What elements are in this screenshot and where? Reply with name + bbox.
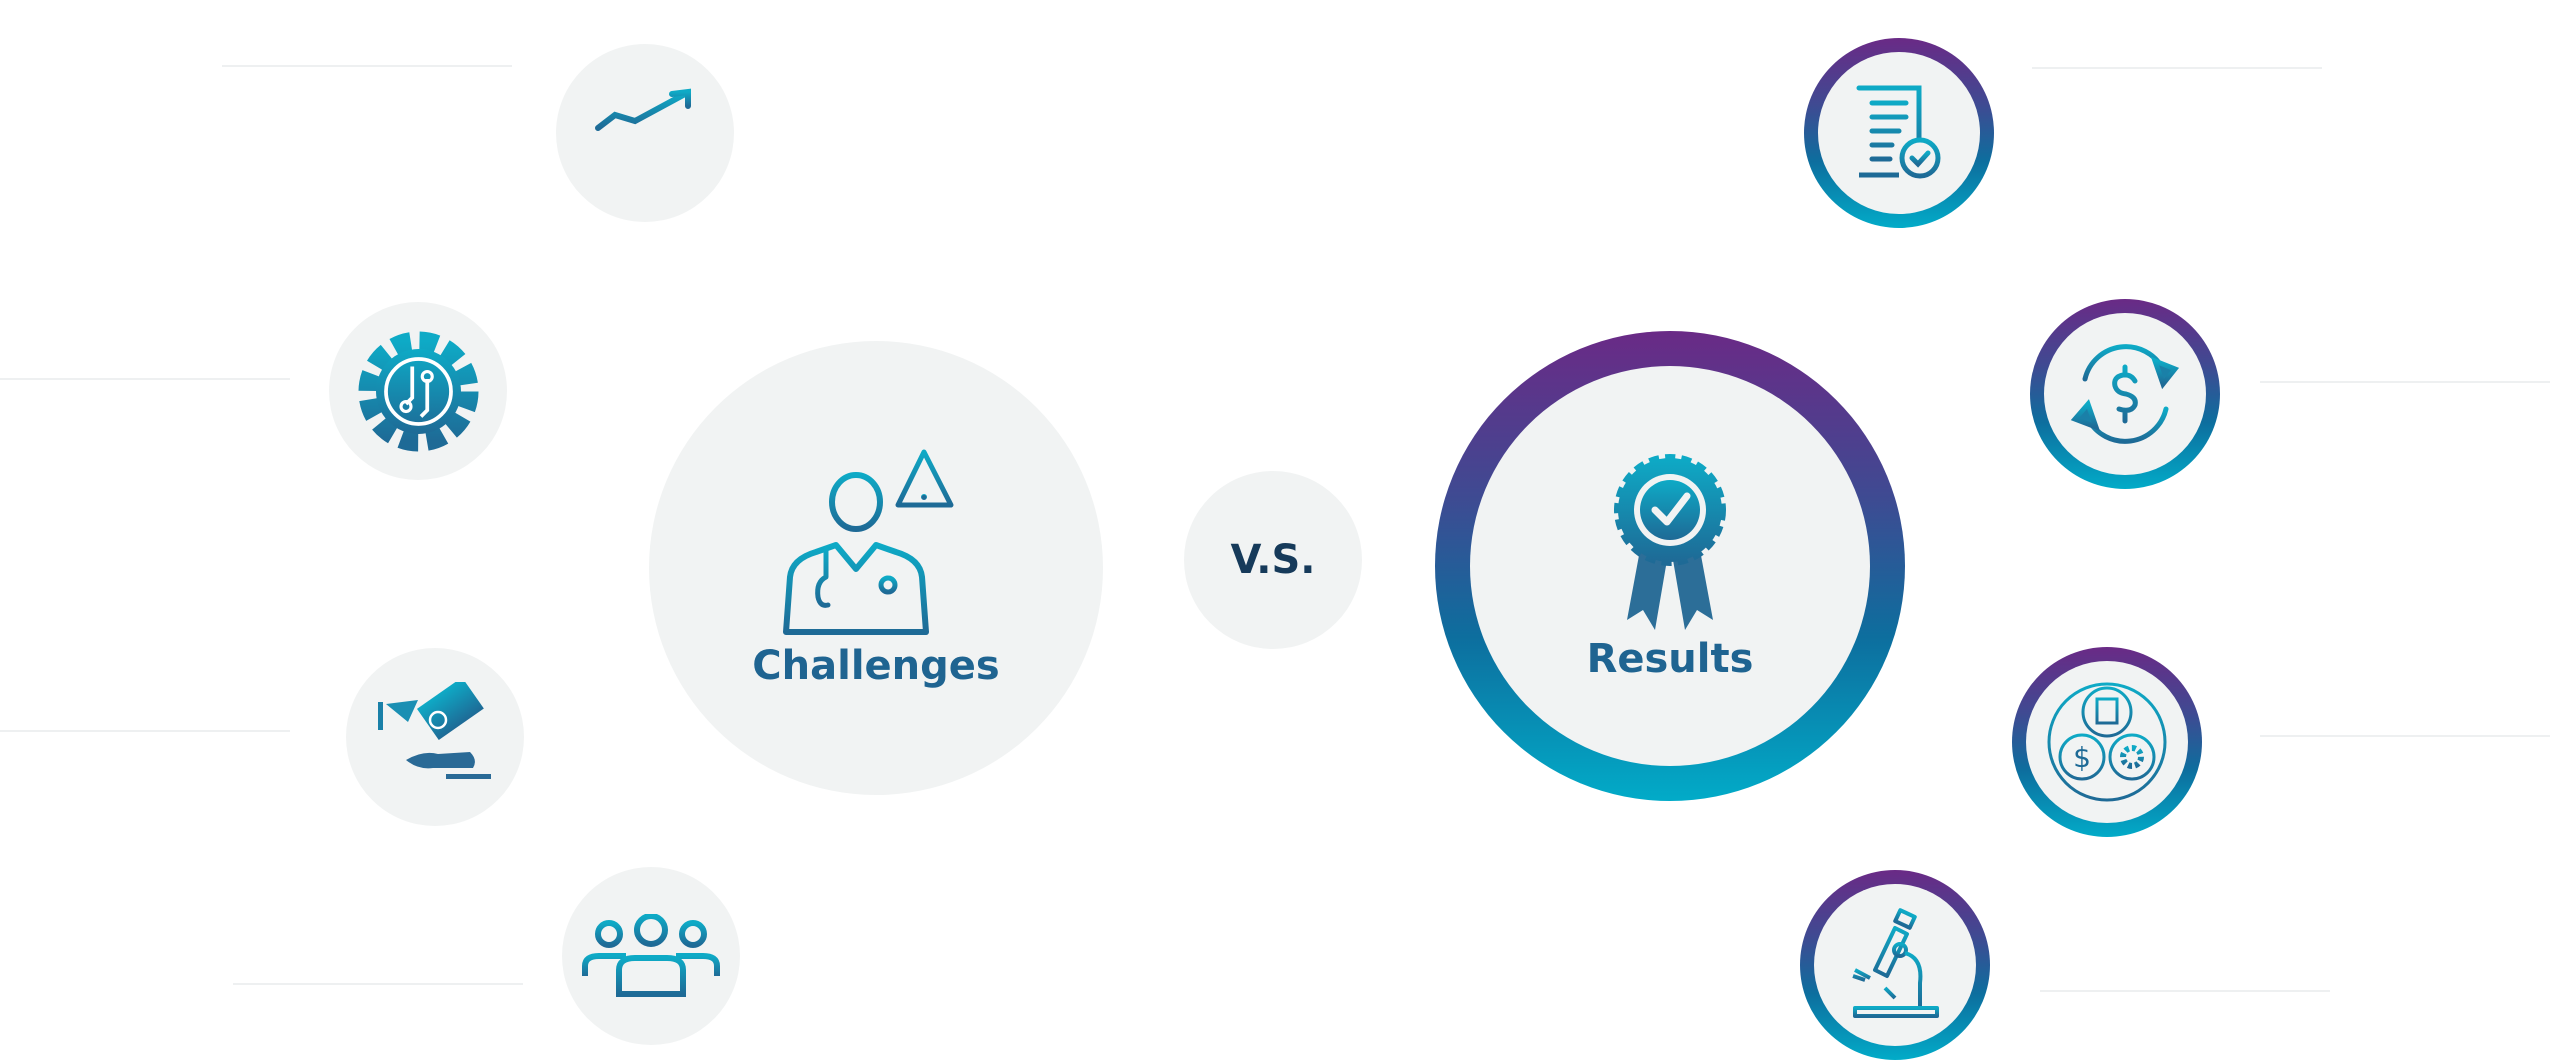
svg-text:$: $ <box>2073 741 2091 774</box>
connector-line <box>2260 381 2550 383</box>
connector-line <box>2032 67 2322 69</box>
globe-finance-circle: $ <box>2026 661 2188 823</box>
document-check-ring <box>1804 38 1994 228</box>
team-circle <box>562 867 740 1045</box>
connector-line <box>233 983 523 985</box>
results-ring: Results <box>1435 331 1905 801</box>
document-check-circle <box>1818 52 1980 214</box>
dollar-cycle-circle <box>2044 313 2206 475</box>
connector-line <box>0 378 290 380</box>
connector-line <box>0 730 290 732</box>
challenges-circle: Challenges <box>649 341 1103 795</box>
microscope-ring <box>1800 870 1990 1060</box>
award-ribbon-icon <box>1614 454 1726 630</box>
connector-line <box>222 65 512 67</box>
microscope-icon <box>1852 907 1939 1018</box>
globe-finance-icon: $ <box>2047 682 2167 802</box>
connector-line <box>2260 735 2550 737</box>
dollar-cycle-ring <box>2030 299 2220 489</box>
growth-chart-icon <box>595 88 693 175</box>
globe-finance-ring: $ <box>2012 647 2202 837</box>
money-hand-circle <box>346 648 524 826</box>
document-check-icon <box>1856 85 1941 179</box>
growth-chart-circle <box>556 44 734 222</box>
challenges-label: Challenges <box>752 643 1000 689</box>
results-circle: Results <box>1470 366 1870 766</box>
versus-circle: V.S. <box>1184 471 1362 649</box>
microscope-circle <box>1814 884 1976 1046</box>
money-hand-icon <box>377 682 491 779</box>
versus-label: V.S. <box>1230 537 1316 583</box>
team-icon <box>582 913 720 997</box>
connector-line <box>2040 990 2330 992</box>
doctor-warning-icon <box>783 449 954 635</box>
results-label: Results <box>1586 636 1754 682</box>
gear-circuit-circle <box>329 302 507 480</box>
gear-circuit-icon <box>358 331 478 451</box>
dollar-cycle-icon <box>2070 344 2179 444</box>
